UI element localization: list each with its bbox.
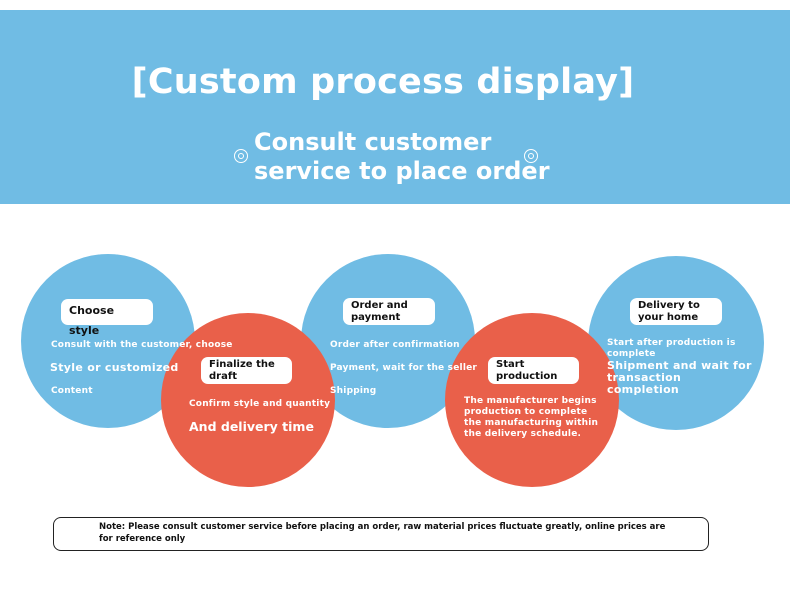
step-text: Content: [51, 386, 93, 396]
step-text: Payment, wait for the seller: [330, 363, 478, 373]
step-label-start-production: Start production: [488, 357, 579, 384]
step-text: Order after confirmation: [330, 340, 460, 350]
step-text: The manufacturer begins production to co…: [464, 396, 599, 439]
ring-icon: [234, 149, 248, 163]
subtitle: Consult customer service to place order: [254, 128, 550, 186]
header-banner: [Custom process display] Consult custome…: [0, 10, 790, 204]
step-text: Shipment and wait for transaction comple…: [607, 359, 752, 396]
page-title: [Custom process display]: [131, 62, 635, 102]
step-text: Start after production is complete: [607, 338, 736, 359]
subtitle-block: Consult customer service to place order: [232, 128, 562, 192]
step-label-order-payment: Order and payment: [343, 298, 435, 325]
subtitle-line-1: Consult customer: [254, 128, 492, 156]
step-text: Shipping: [330, 386, 377, 396]
step-label-delivery: Delivery to your home: [630, 298, 722, 325]
step-circle-finalize-draft: [161, 313, 335, 487]
step-label-finalize-draft: Finalize the draft: [201, 357, 292, 384]
step-text: Confirm style and quantity: [189, 399, 331, 409]
step-text: Style or customized: [50, 361, 179, 374]
step-text: Consult with the customer, choose: [51, 340, 233, 350]
step-text: And delivery time: [189, 419, 314, 434]
step-label-choose-style: Choose style: [61, 299, 153, 337]
step-circle-start-production: [445, 313, 619, 487]
subtitle-line-2: service to place order: [254, 157, 550, 185]
note-box: Note: Please consult customer service be…: [53, 517, 709, 551]
ring-icon: [524, 149, 538, 163]
